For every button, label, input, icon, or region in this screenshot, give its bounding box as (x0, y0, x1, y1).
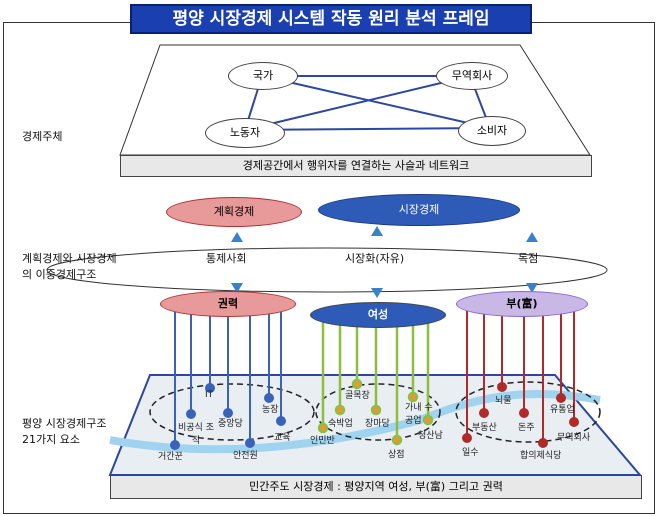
element-label: 일수 (462, 448, 479, 458)
element-label: 무역회사 (557, 433, 591, 443)
element-label: 숙박업 (328, 419, 353, 429)
transition-marketization: 시장화(자유) (345, 252, 405, 265)
element-label: 부동산 (472, 423, 497, 433)
transition-monopoly: 독점 (518, 252, 539, 265)
element-label: 골목장 (345, 391, 370, 401)
market-economy: 시장경제 (318, 194, 520, 226)
bottom-caption: 민간주도 시장경제 : 평양지역 여성, 부(富) 그리고 권력 (110, 475, 642, 499)
actor-state: 국가 (228, 62, 298, 90)
element-label: 뇌물 (495, 396, 512, 406)
element-label: 인민반 (310, 436, 335, 446)
page-title: 평양 시장경제 시스템 작동 원리 분석 프레임 (130, 4, 532, 34)
element-label: 교육 (274, 433, 291, 443)
force-power: 권력 (160, 291, 296, 317)
actor-consumer: 소비자 (458, 116, 526, 146)
element-label: 합의제식당 (520, 451, 562, 461)
element-label: 돈주 (518, 423, 535, 433)
label-dual-economy: 계획경제와 시장경제 의 이중경제구조 (22, 252, 117, 281)
element-label: IT (205, 390, 214, 400)
element-label: 장마당 (365, 419, 390, 429)
label-actors: 경제주체 (22, 130, 63, 143)
network-caption: 경제공간에서 행위자를 연결하는 사슬과 네트워크 (120, 155, 592, 177)
element-label: 가내 수공업 (405, 403, 433, 426)
element-label: 청산남 (418, 431, 443, 441)
element-label: 중앙당 (218, 419, 243, 429)
transition-control: 통제사회 (206, 252, 247, 265)
force-women: 여성 (310, 302, 446, 328)
force-wealth: 부(富) (456, 291, 588, 317)
planned-economy: 계획경제 (166, 197, 302, 227)
element-label: 비공식 조직 (178, 423, 214, 446)
element-label: 안전원 (233, 451, 258, 461)
element-label: 상점 (388, 450, 405, 460)
label-elements: 평양 시장경제구조 21가지 요소 (22, 417, 107, 446)
element-label: 농장 (262, 405, 279, 415)
actor-trade-company: 무역회사 (436, 62, 508, 90)
element-label: 유통업 (550, 405, 575, 415)
element-label: 거간꾼 (158, 452, 183, 462)
actor-worker: 노동자 (205, 118, 285, 148)
